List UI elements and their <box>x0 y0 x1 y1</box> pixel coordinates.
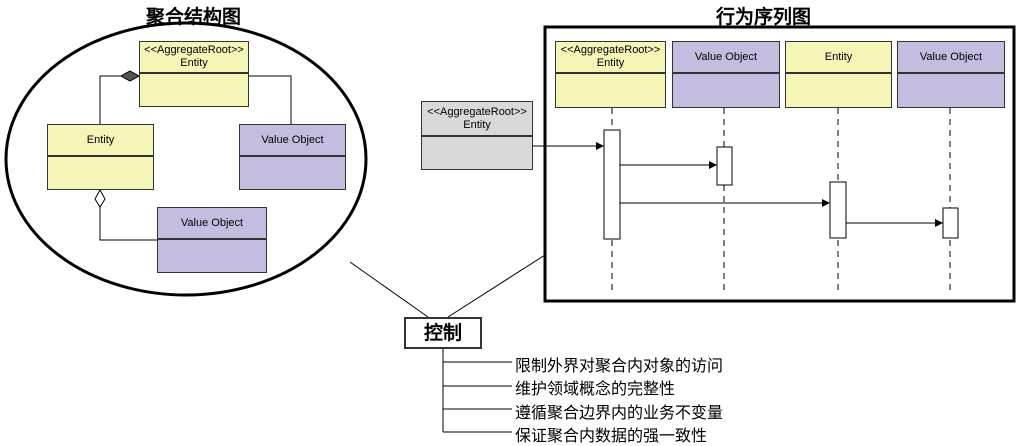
composition-diamond <box>119 70 141 82</box>
control-item: 限制外界对聚合内对象的访问 <box>515 356 724 375</box>
value-object-class-1: Value Object <box>239 124 346 190</box>
aggregation-line <box>99 207 157 241</box>
lifeline-head-1-stereotype: <<AggregateRoot>> <box>560 44 661 56</box>
value-object-2-name: Value Object <box>180 216 244 229</box>
control-item: 维护领域概念的完整性 <box>515 379 676 398</box>
sequence-diagram-title: 行为序列图 <box>716 6 812 28</box>
external-aggregate-root: <<AggregateRoot>> Entity <box>421 101 533 170</box>
composition-line <box>99 75 139 124</box>
external-stereotype: <<AggregateRoot>> <box>427 105 527 118</box>
lifeline-head-3-name: Entity <box>824 50 853 63</box>
aggregate-boundary-ellipse <box>4 21 368 297</box>
control-item: 保证聚合内数据的强一致性 <box>515 426 708 445</box>
activation-2 <box>716 146 733 186</box>
aggregation-diamond <box>94 188 106 208</box>
value-object-1-name: Value Object <box>261 133 324 146</box>
message-3-arrow <box>935 219 943 227</box>
control-item: 遵循聚合边界内的业务不变量 <box>515 403 724 422</box>
external-name: Entity <box>463 118 491 131</box>
sequence-frame <box>543 25 1016 303</box>
entity-class-name: Entity <box>86 133 115 146</box>
message-2-arrow <box>822 199 830 207</box>
lifeline-head-2-name: Value Object <box>694 50 758 63</box>
activation-4 <box>942 207 959 239</box>
connector-left <box>349 261 429 318</box>
lifeline-head-1-name: Entity <box>596 57 625 69</box>
control-label: 控制 <box>404 317 482 349</box>
aggregate-root-name: Entity <box>180 57 208 69</box>
lifeline-head-3: Entity <box>785 41 892 108</box>
aggregate-root-class: <<AggregateRoot>> Entity <box>139 41 249 107</box>
lifeline-head-2: Value Object <box>672 41 780 108</box>
value-object-class-2: Value Object <box>157 207 267 273</box>
association-line <box>248 75 292 124</box>
activation-3 <box>829 181 847 239</box>
message-external-arrow <box>596 142 604 150</box>
activation-1 <box>603 129 621 240</box>
lifeline-head-1: <<AggregateRoot>> Entity <box>555 41 666 108</box>
lifeline-head-4: Value Object <box>897 41 1005 108</box>
lifeline-head-4-name: Value Object <box>919 50 983 63</box>
message-1-arrow <box>709 161 717 169</box>
connector-right <box>447 254 546 318</box>
aggregate-root-stereotype: <<AggregateRoot>> <box>144 44 244 56</box>
entity-class: Entity <box>47 124 154 190</box>
